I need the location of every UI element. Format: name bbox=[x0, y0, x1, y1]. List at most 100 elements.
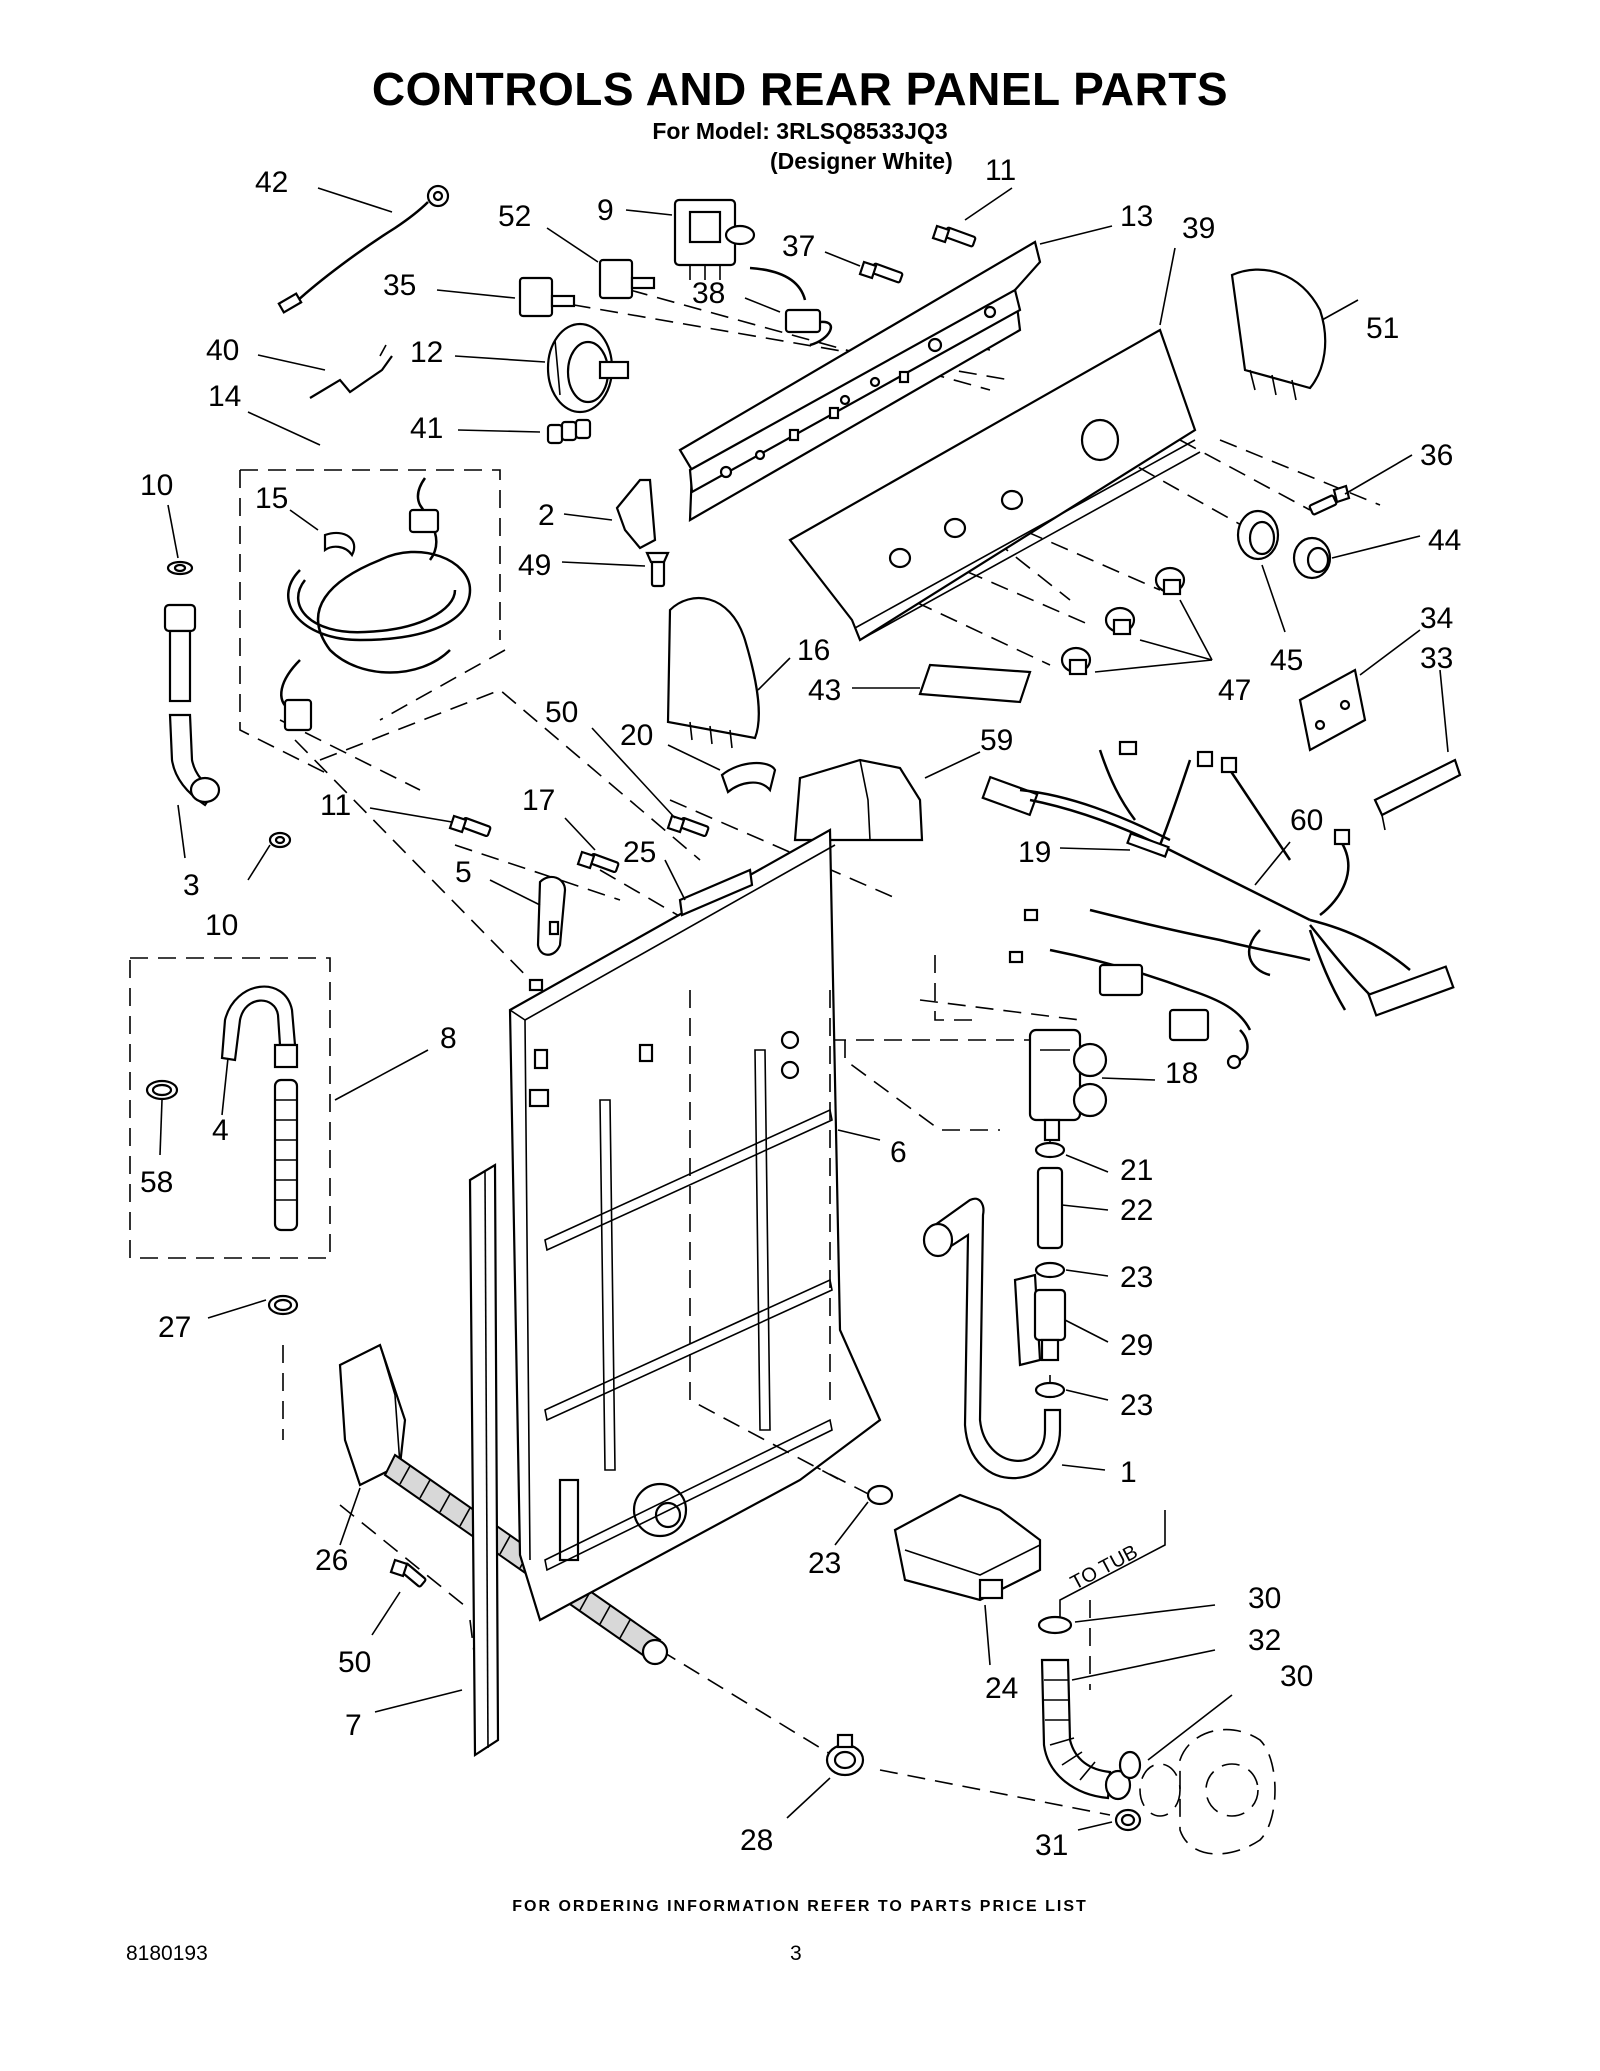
callout-24: 24 bbox=[985, 1672, 1018, 1705]
callout-58: 58 bbox=[140, 1166, 173, 1199]
washer-10-top bbox=[166, 560, 194, 576]
callout-11-mid: 11 bbox=[320, 789, 351, 822]
callout-28: 28 bbox=[740, 1824, 773, 1857]
clamp-23-lower bbox=[1034, 1381, 1066, 1399]
callout-17: 17 bbox=[522, 784, 555, 817]
callout-38: 38 bbox=[692, 277, 725, 310]
callout-16: 16 bbox=[797, 634, 830, 667]
clip-20 bbox=[720, 761, 777, 794]
timer-12 bbox=[546, 322, 630, 414]
callout-44: 44 bbox=[1428, 524, 1461, 557]
clamp-31 bbox=[1114, 1808, 1142, 1832]
bracket-25 bbox=[678, 868, 754, 917]
power-cord-kit-14 bbox=[239, 469, 506, 776]
callout-20: 20 bbox=[620, 719, 653, 752]
callout-22: 22 bbox=[1120, 1194, 1153, 1227]
page-number: 3 bbox=[790, 1942, 802, 1965]
washer-10-bottom bbox=[268, 831, 292, 849]
console-bracket-13 bbox=[678, 240, 1042, 522]
clip-41 bbox=[546, 418, 592, 445]
clip-2 bbox=[615, 478, 657, 550]
cover-59 bbox=[793, 758, 924, 842]
callout-21: 21 bbox=[1120, 1154, 1153, 1187]
callout-8: 8 bbox=[440, 1022, 457, 1055]
siphon-break-29 bbox=[1013, 1273, 1067, 1367]
callout-19: 19 bbox=[1018, 836, 1051, 869]
pump-outline bbox=[1139, 1728, 1276, 1855]
label-43 bbox=[918, 663, 1032, 704]
callout-15: 15 bbox=[255, 482, 288, 515]
callout-52: 52 bbox=[498, 200, 531, 233]
callout-25: 25 bbox=[623, 836, 656, 869]
screw-11-top bbox=[931, 224, 977, 248]
callout-10-bottom: 10 bbox=[205, 909, 238, 942]
leader-lines bbox=[159, 187, 1449, 1831]
page-title: CONTROLS AND REAR PANEL PARTS bbox=[371, 63, 1229, 115]
bracket-33 bbox=[1373, 758, 1462, 831]
screw-37 bbox=[858, 260, 904, 284]
callout-36: 36 bbox=[1420, 439, 1453, 472]
bracket-40 bbox=[309, 344, 393, 399]
callout-1: 1 bbox=[1120, 1456, 1137, 1489]
tube-22 bbox=[1036, 1166, 1064, 1250]
screw-50-mid bbox=[666, 814, 710, 838]
selector-switch-9 bbox=[673, 198, 756, 280]
callout-32: 32 bbox=[1248, 1624, 1281, 1657]
pump-hose-32 bbox=[1037, 1615, 1132, 1801]
callout-30-upper: 30 bbox=[1248, 1582, 1281, 1615]
callout-11: 11 bbox=[985, 154, 1016, 187]
screw-50-low bbox=[389, 1558, 427, 1588]
callout-45: 45 bbox=[1270, 644, 1303, 677]
callout-50-top: 50 bbox=[545, 696, 578, 729]
callout-6: 6 bbox=[890, 1136, 907, 1169]
callout-23-upper: 23 bbox=[1120, 1261, 1153, 1294]
clamp-21 bbox=[1034, 1141, 1066, 1159]
callout-12: 12 bbox=[410, 336, 443, 369]
callout-27: 27 bbox=[158, 1311, 191, 1344]
callout-29: 29 bbox=[1120, 1329, 1153, 1362]
clamp-28 bbox=[825, 1733, 865, 1777]
drain-spout-26 bbox=[338, 1343, 407, 1487]
callout-51: 51 bbox=[1366, 312, 1399, 345]
clamp-23-mid bbox=[866, 1484, 894, 1506]
clamp-27 bbox=[267, 1294, 299, 1316]
switch-52 bbox=[598, 258, 656, 300]
callout-33: 33 bbox=[1420, 642, 1453, 675]
screw-36 bbox=[1308, 484, 1351, 516]
bracket-5 bbox=[536, 875, 567, 956]
screw-17 bbox=[576, 850, 620, 874]
end-cap-51 bbox=[1230, 268, 1327, 401]
wire-harness-60 bbox=[981, 740, 1455, 1070]
callout-18: 18 bbox=[1165, 1057, 1198, 1090]
fill-hose-1 bbox=[922, 1197, 1062, 1480]
buttons-47 bbox=[1060, 566, 1186, 676]
callout-4: 4 bbox=[212, 1114, 229, 1147]
callout-2: 2 bbox=[538, 499, 555, 532]
model-color: (Designer White) bbox=[770, 148, 953, 174]
callout-23-mid: 23 bbox=[808, 1547, 841, 1580]
callout-49: 49 bbox=[518, 549, 551, 582]
screw-49 bbox=[645, 551, 670, 588]
wire-plug-38 bbox=[749, 266, 833, 347]
callout-13: 13 bbox=[1120, 200, 1153, 233]
rear-panel-6 bbox=[508, 828, 882, 1622]
callout-10-top: 10 bbox=[140, 469, 173, 502]
callout-26: 26 bbox=[315, 1544, 348, 1577]
ground-wire-42 bbox=[277, 184, 450, 314]
callout-5: 5 bbox=[455, 856, 472, 889]
callout-35: 35 bbox=[383, 269, 416, 302]
callout-14: 14 bbox=[208, 380, 241, 413]
callout-50-low: 50 bbox=[338, 1646, 371, 1679]
channel-7 bbox=[468, 1163, 500, 1758]
callout-59: 59 bbox=[980, 724, 1013, 757]
callout-47: 47 bbox=[1218, 674, 1251, 707]
to-tub-label: TO TUB bbox=[1067, 1541, 1141, 1595]
callout-34: 34 bbox=[1420, 602, 1453, 635]
callout-23-lower: 23 bbox=[1120, 1389, 1153, 1422]
document-number: 8180193 bbox=[126, 1942, 208, 1965]
water-valve-18 bbox=[1028, 1028, 1108, 1142]
callout-60: 60 bbox=[1290, 804, 1323, 837]
to-tub-indicator: TO TUB bbox=[1059, 1510, 1166, 1620]
callout-31: 31 bbox=[1035, 1829, 1068, 1862]
